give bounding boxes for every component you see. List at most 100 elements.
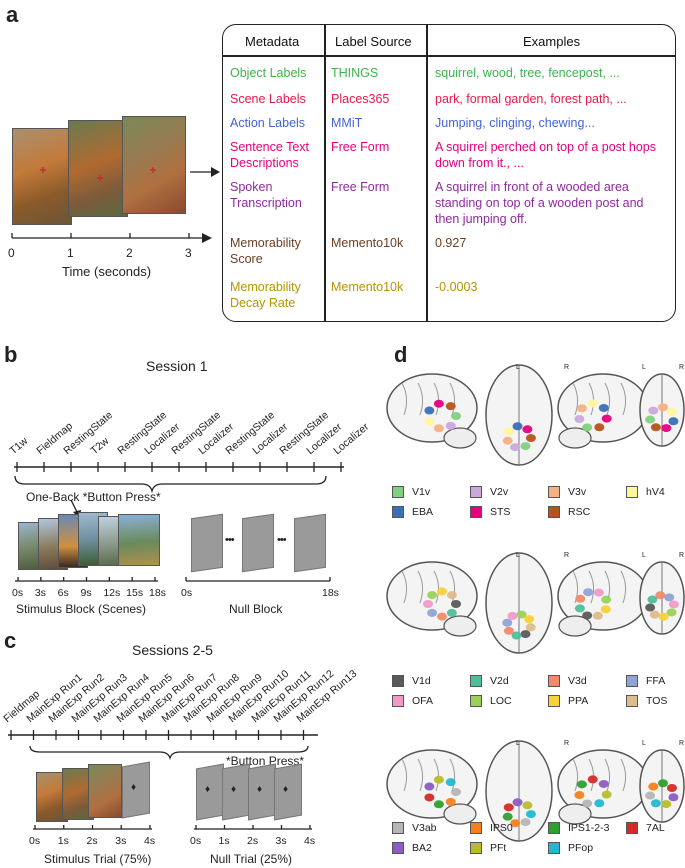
sulcus-line [620,382,627,416]
legend-label: TOS [646,695,668,707]
table-cell-meta: Sentence Text Descriptions [230,140,309,170]
legend-item: V2d [470,673,509,689]
cerebellum-outline [558,803,592,825]
legend-swatch [548,842,560,854]
cerebellum-outline [558,615,592,637]
roi-blob [601,595,612,604]
legend-item: 7AL [626,820,665,836]
metadata-table: Metadata Label Source Examples Object La… [222,24,676,322]
roi-blob [645,791,656,800]
legend-swatch [548,506,560,518]
sessions-title: Sessions 2-5 [132,642,213,658]
table-cell-source: THINGS [331,66,379,80]
table-cell-example: Jumping, clinging, chewing... [435,116,595,130]
legend-swatch [392,675,404,687]
sulcus-line [433,570,440,604]
roi-blob [503,803,514,812]
roi-blob [666,783,677,792]
axis-tick-label: 3s [34,587,46,599]
cerebellum-outline [443,427,477,449]
right-hemisphere-label: R [564,364,570,371]
legend-swatch [392,695,404,707]
column-divider [324,25,326,321]
cerebellum-outline [558,427,592,449]
header-examples: Examples [523,34,581,49]
session1-title: Session 1 [146,358,208,374]
legend-item: EBA [392,504,433,520]
roi-blob [510,819,521,828]
legend-swatch [548,486,560,498]
roi-blob [655,591,666,600]
panel-label-b: b [4,342,18,367]
sulcus-line [401,570,408,604]
table-cell-example: A squirrel in front of a wooded area sta… [435,180,644,226]
right-hemisphere-label: R [679,740,685,747]
roi-blob [520,818,531,827]
roi-blob [650,423,661,432]
legend-item: TOS [626,693,667,709]
legend-swatch [626,675,638,687]
roi-blob [647,595,658,604]
roi-blob [576,780,587,789]
scene-frame [118,514,160,566]
time-tick-2: 2 [126,246,133,260]
legend-item: V3v [548,484,586,500]
legend-label: RSC [568,506,591,518]
legend-label: BA2 [412,842,432,854]
null-trial-label: Null Trial (25%) [210,852,293,866]
roi-blob [601,790,612,799]
brain-row-2 [386,552,685,654]
roi-blob [451,412,461,420]
panel-label-d: d [394,342,408,367]
legend-item: PFt [470,840,506,856]
roi-blob [433,399,444,408]
roi-blob [507,611,518,620]
brain-row-1 [386,364,685,466]
roi-blob [446,608,457,617]
roi-blob [574,791,585,800]
roi-blob [601,414,612,423]
axis-tick-label: 0s [12,587,24,599]
legend-item: LOC [470,693,512,709]
roi-blob [502,618,513,627]
legend-swatch [392,486,404,498]
roi-blob [524,615,535,624]
legend-label: V3v [568,486,587,498]
roi-blob [525,434,536,443]
roi-blob [576,404,587,413]
legend-label: V3ab [412,822,437,834]
table-cell-source: Places365 [331,92,390,106]
table-cell-meta: Memorability Decay Rate [230,280,301,310]
roi-blob [516,610,527,619]
axis-tick-label: 0s [190,835,202,847]
table-cell-source: Memento10k [331,236,404,250]
right-hemisphere-label: R [679,552,685,559]
cerebellum-outline [443,803,477,825]
time-tick-0: 0 [8,246,15,260]
roi-blob [427,591,438,600]
roi-blob [512,422,523,431]
roi-blob [648,406,659,415]
roi-blob [424,406,435,415]
roi-blob [668,600,679,609]
left-hemisphere-label: L [642,552,646,559]
legend-item: IPS0 [470,820,513,836]
roi-blob [445,421,456,430]
roi-blob [664,593,675,602]
roi-blob [645,415,656,424]
legend-label: FFA [646,675,666,687]
legend-item: FFA [626,673,665,689]
table-cell-source: Memento10k [331,280,404,294]
legend-swatch [548,695,560,707]
roi-blob [433,800,444,809]
legend-label: V2d [490,675,509,687]
roi-blob [592,611,603,620]
legend-item: PPA [548,693,588,709]
table-cell-meta: Spoken Transcription [230,180,302,210]
fixation-crosses [11,167,220,243]
roi-blob [582,611,593,620]
roi-blob [574,415,585,424]
roi-blob [437,612,447,621]
roi-blob [451,600,461,608]
legend-item: BA2 [392,840,432,856]
